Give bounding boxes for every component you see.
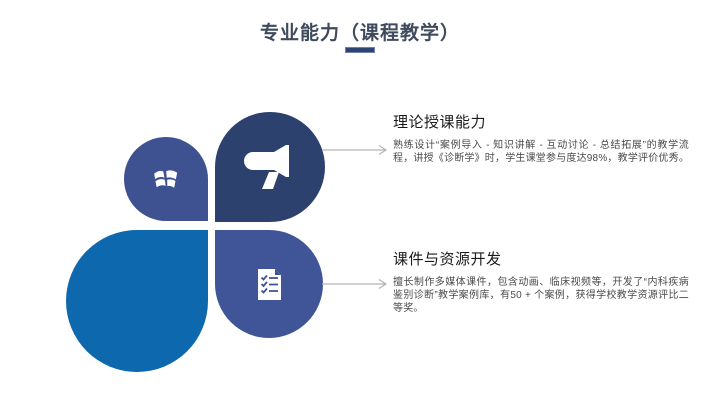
- item-body: 熟练设计“案例导入 - 知识讲解 - 互动讨论 - 总结拓展”的教学流程，讲授《…: [393, 140, 690, 164]
- petal-bottom-right: [215, 230, 323, 338]
- item-heading: 理论授课能力: [393, 114, 487, 131]
- title-underline: [345, 47, 375, 53]
- page-title: 专业能力（课程教学）: [259, 23, 460, 44]
- windows-logo-icon: [152, 166, 180, 192]
- item-teaching-ability: 理论授课能力 熟练设计“案例导入 - 知识讲解 - 互动讨论 - 总结拓展”的教…: [393, 113, 689, 165]
- item-heading: 课件与资源开发: [393, 251, 502, 268]
- item-body: 擅长制作多媒体课件，包含动画、临床视频等，开发了“内科疾病鉴别诊断”教学案例库，…: [393, 277, 689, 314]
- connector-arrow-1: [322, 144, 388, 156]
- item-courseware-development: 课件与资源开发 擅长制作多媒体课件，包含动画、临床视频等，开发了“内科疾病鉴别诊…: [393, 250, 689, 315]
- checklist-icon: [257, 268, 282, 301]
- petal-bottom-left: [66, 230, 208, 372]
- petal-top-right: [215, 112, 325, 222]
- petal-top-left: [124, 137, 208, 221]
- connector-arrow-2: [322, 278, 388, 290]
- megaphone-icon: [242, 144, 298, 190]
